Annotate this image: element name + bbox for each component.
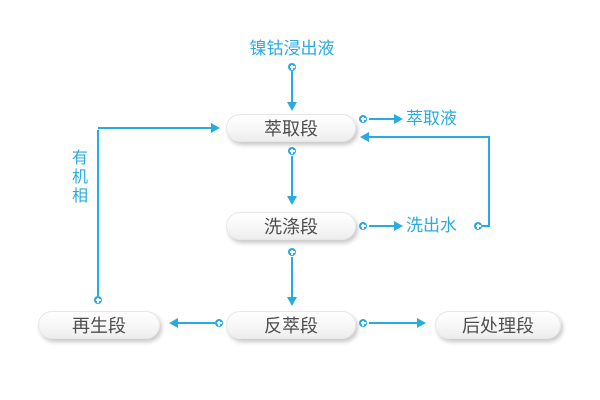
- connector-line: [369, 118, 394, 120]
- node-washing: 洗涤段: [226, 212, 356, 240]
- connector-line: [368, 136, 489, 138]
- arrowhead-left-icon: [360, 132, 369, 142]
- connector-line: [177, 322, 215, 324]
- arrowhead-right-icon: [394, 114, 403, 124]
- connection-point-icon: [288, 147, 296, 155]
- connection-point-icon: [359, 222, 367, 230]
- label-organic-phase: 有机相: [71, 150, 88, 205]
- arrowhead-right-icon: [394, 221, 403, 231]
- node-post-treatment: 后处理段: [435, 311, 561, 339]
- connector-line: [291, 71, 293, 102]
- connector-line: [291, 156, 293, 196]
- label-extract-liquor: 萃取液: [406, 109, 457, 128]
- connector-line: [97, 130, 99, 296]
- connection-point-icon: [474, 222, 482, 230]
- label-feed-stream: 镍钴浸出液: [249, 39, 335, 58]
- node-regeneration: 再生段: [38, 311, 160, 339]
- connection-point-icon: [215, 319, 223, 327]
- connector-line: [482, 225, 490, 227]
- connection-point-icon: [359, 319, 367, 327]
- connector-line: [488, 136, 490, 226]
- arrowhead-left-icon: [169, 318, 178, 328]
- arrowhead-down-icon: [287, 297, 297, 306]
- connector-line: [98, 127, 211, 129]
- label-wash-water: 洗出水: [406, 216, 457, 235]
- connector-line: [369, 322, 417, 324]
- arrowhead-down-icon: [287, 196, 297, 205]
- connector-line: [291, 257, 293, 297]
- connector-line: [369, 225, 394, 227]
- arrowhead-right-icon: [417, 318, 426, 328]
- node-stripping: 反萃段: [226, 311, 356, 339]
- connection-point-icon: [359, 115, 367, 123]
- connection-point-icon: [288, 248, 296, 256]
- connection-point-icon: [94, 296, 102, 304]
- connection-point-icon: [288, 63, 296, 71]
- arrowhead-right-icon: [211, 123, 220, 133]
- node-extraction: 萃取段: [226, 114, 356, 142]
- arrowhead-down-icon: [287, 102, 297, 111]
